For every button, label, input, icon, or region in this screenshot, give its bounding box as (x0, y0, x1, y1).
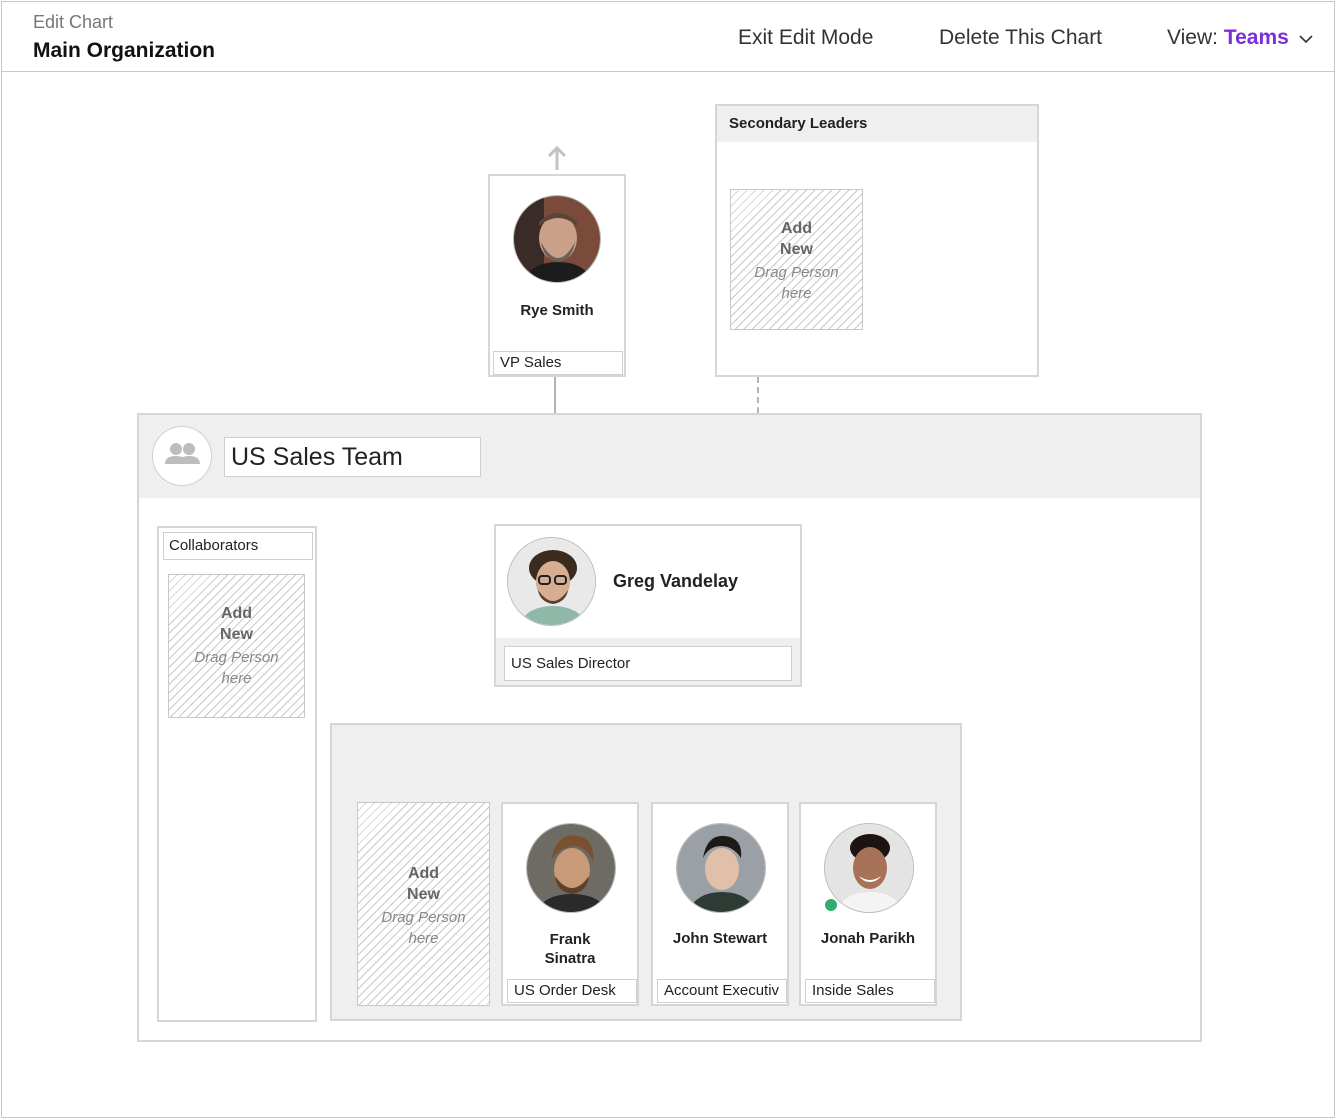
collaborators-panel: Collaborators Add New Drag Person here (157, 526, 317, 1022)
page-title: Main Organization (33, 39, 216, 62)
drag-hint: Drag Person here (358, 907, 489, 949)
member-card[interactable]: Jonah Parikh Inside Sales (799, 802, 937, 1006)
person-name: Frank Sinatra (544, 931, 596, 967)
person-name: Greg Vandelay (613, 571, 739, 591)
team-name-input[interactable]: US Sales Team (224, 437, 481, 477)
online-status-icon (824, 898, 838, 912)
add-label: Add (780, 220, 813, 237)
team-header: US Sales Team (139, 415, 1200, 498)
new-label: New (407, 886, 440, 903)
person-name: Rye Smith (520, 302, 594, 319)
drag-label: Drag Person (194, 649, 279, 666)
here-label: here (221, 670, 252, 687)
breadcrumb: Edit Chart (33, 12, 114, 32)
role-field[interactable]: US Order Desk (507, 979, 637, 1003)
role-field[interactable]: US Sales Director (504, 646, 792, 681)
drag-hint: Drag Person here (169, 647, 304, 689)
up-arrow-icon[interactable] (546, 145, 568, 176)
member-card[interactable]: Frank Sinatra US Order Desk (501, 802, 639, 1006)
collaborators-label: Collaborators (163, 532, 313, 560)
view-selector[interactable]: View: Teams (1167, 26, 1313, 50)
person-name: Jonah Parikh (820, 930, 916, 947)
add-label: Add (220, 605, 253, 622)
add-new-dropzone[interactable]: Add New Drag Person here (357, 802, 490, 1006)
avatar (824, 823, 914, 913)
exit-edit-mode-button[interactable]: Exit Edit Mode (738, 26, 874, 49)
avatar (526, 823, 616, 913)
secondary-leaders-title: Secondary Leaders (717, 106, 1037, 142)
add-new-dropzone[interactable]: Add New Drag Person here (730, 189, 863, 330)
view-label: View: (1167, 26, 1218, 49)
secondary-leaders-panel: Secondary Leaders Add New Drag Person he… (715, 104, 1039, 377)
new-label: New (220, 626, 253, 643)
chevron-down-icon (1299, 26, 1313, 50)
here-label: here (408, 930, 439, 947)
drag-hint: Drag Person here (731, 262, 862, 304)
avatar (507, 537, 596, 626)
role-field[interactable]: Inside Sales (805, 979, 935, 1003)
member-card[interactable]: John Stewart Account Executiv (651, 802, 789, 1006)
role-field[interactable]: Account Executiv (657, 979, 787, 1003)
role-field[interactable]: VP Sales (493, 351, 623, 375)
top-bar: Edit Chart Main Organization Exit Edit M… (2, 2, 1334, 72)
avatar (513, 195, 601, 283)
here-label: here (781, 285, 812, 302)
view-value: Teams (1223, 26, 1289, 49)
team-leader-card[interactable]: Greg Vandelay US Sales Director (494, 524, 802, 687)
drag-label: Drag Person (754, 264, 839, 281)
delete-chart-button[interactable]: Delete This Chart (939, 26, 1103, 49)
add-label: Add (407, 865, 440, 882)
avatar (676, 823, 766, 913)
team-group-icon (152, 426, 212, 486)
drag-label: Drag Person (381, 909, 466, 926)
manager-card[interactable]: Rye Smith VP Sales (488, 174, 626, 377)
add-new-dropzone[interactable]: Add New Drag Person here (168, 574, 305, 718)
person-name: John Stewart (672, 930, 768, 947)
new-label: New (780, 241, 813, 258)
